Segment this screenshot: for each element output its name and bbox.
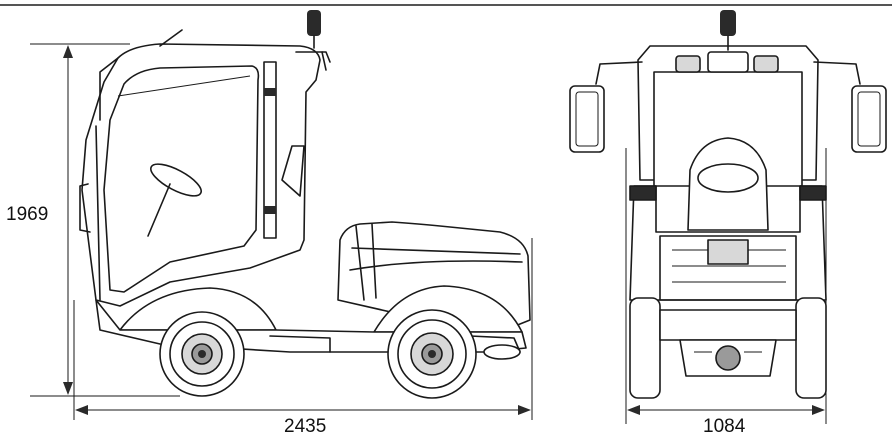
length-dimension-label: 2435 (284, 416, 326, 437)
front-right-mirror (851, 85, 887, 153)
side-front-fender (119, 287, 277, 331)
side-front-wheel (159, 311, 245, 397)
width-dimension: 1084 (625, 148, 827, 437)
side-beacon (307, 10, 321, 36)
side-view (79, 10, 531, 399)
length-dimension: 2435 (73, 238, 533, 437)
front-view (569, 10, 887, 399)
front-left-wheel (629, 297, 661, 399)
side-rear-wheel (387, 309, 477, 399)
height-dimension-label: 1969 (6, 204, 48, 225)
front-beacon (720, 10, 736, 36)
front-right-wheel (795, 297, 827, 399)
width-dimension-label: 1084 (703, 416, 746, 437)
height-dimension: 1969 (6, 43, 180, 397)
side-cab-window (103, 65, 260, 293)
front-left-mirror (569, 85, 605, 153)
